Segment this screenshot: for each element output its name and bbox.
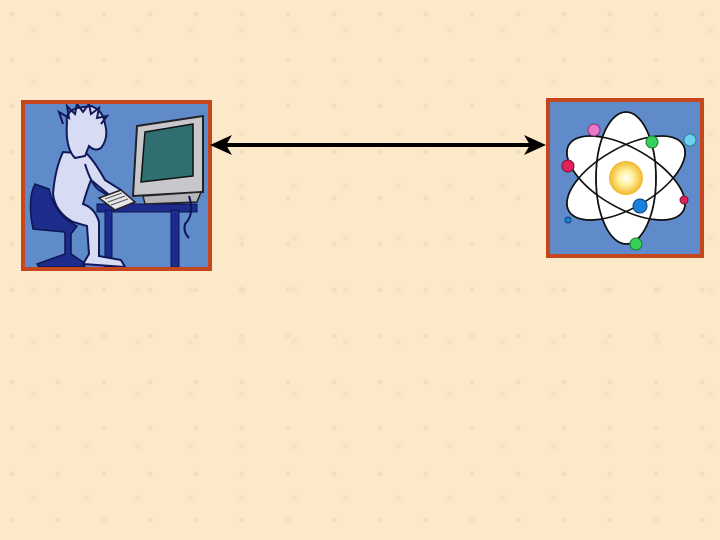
nucleus [609, 161, 643, 195]
double-headed-arrow-icon [210, 132, 546, 158]
person-at-computer-icon [25, 104, 208, 267]
atom-icon [550, 102, 700, 254]
atom-image [546, 98, 704, 258]
person-at-computer-image [21, 100, 212, 271]
